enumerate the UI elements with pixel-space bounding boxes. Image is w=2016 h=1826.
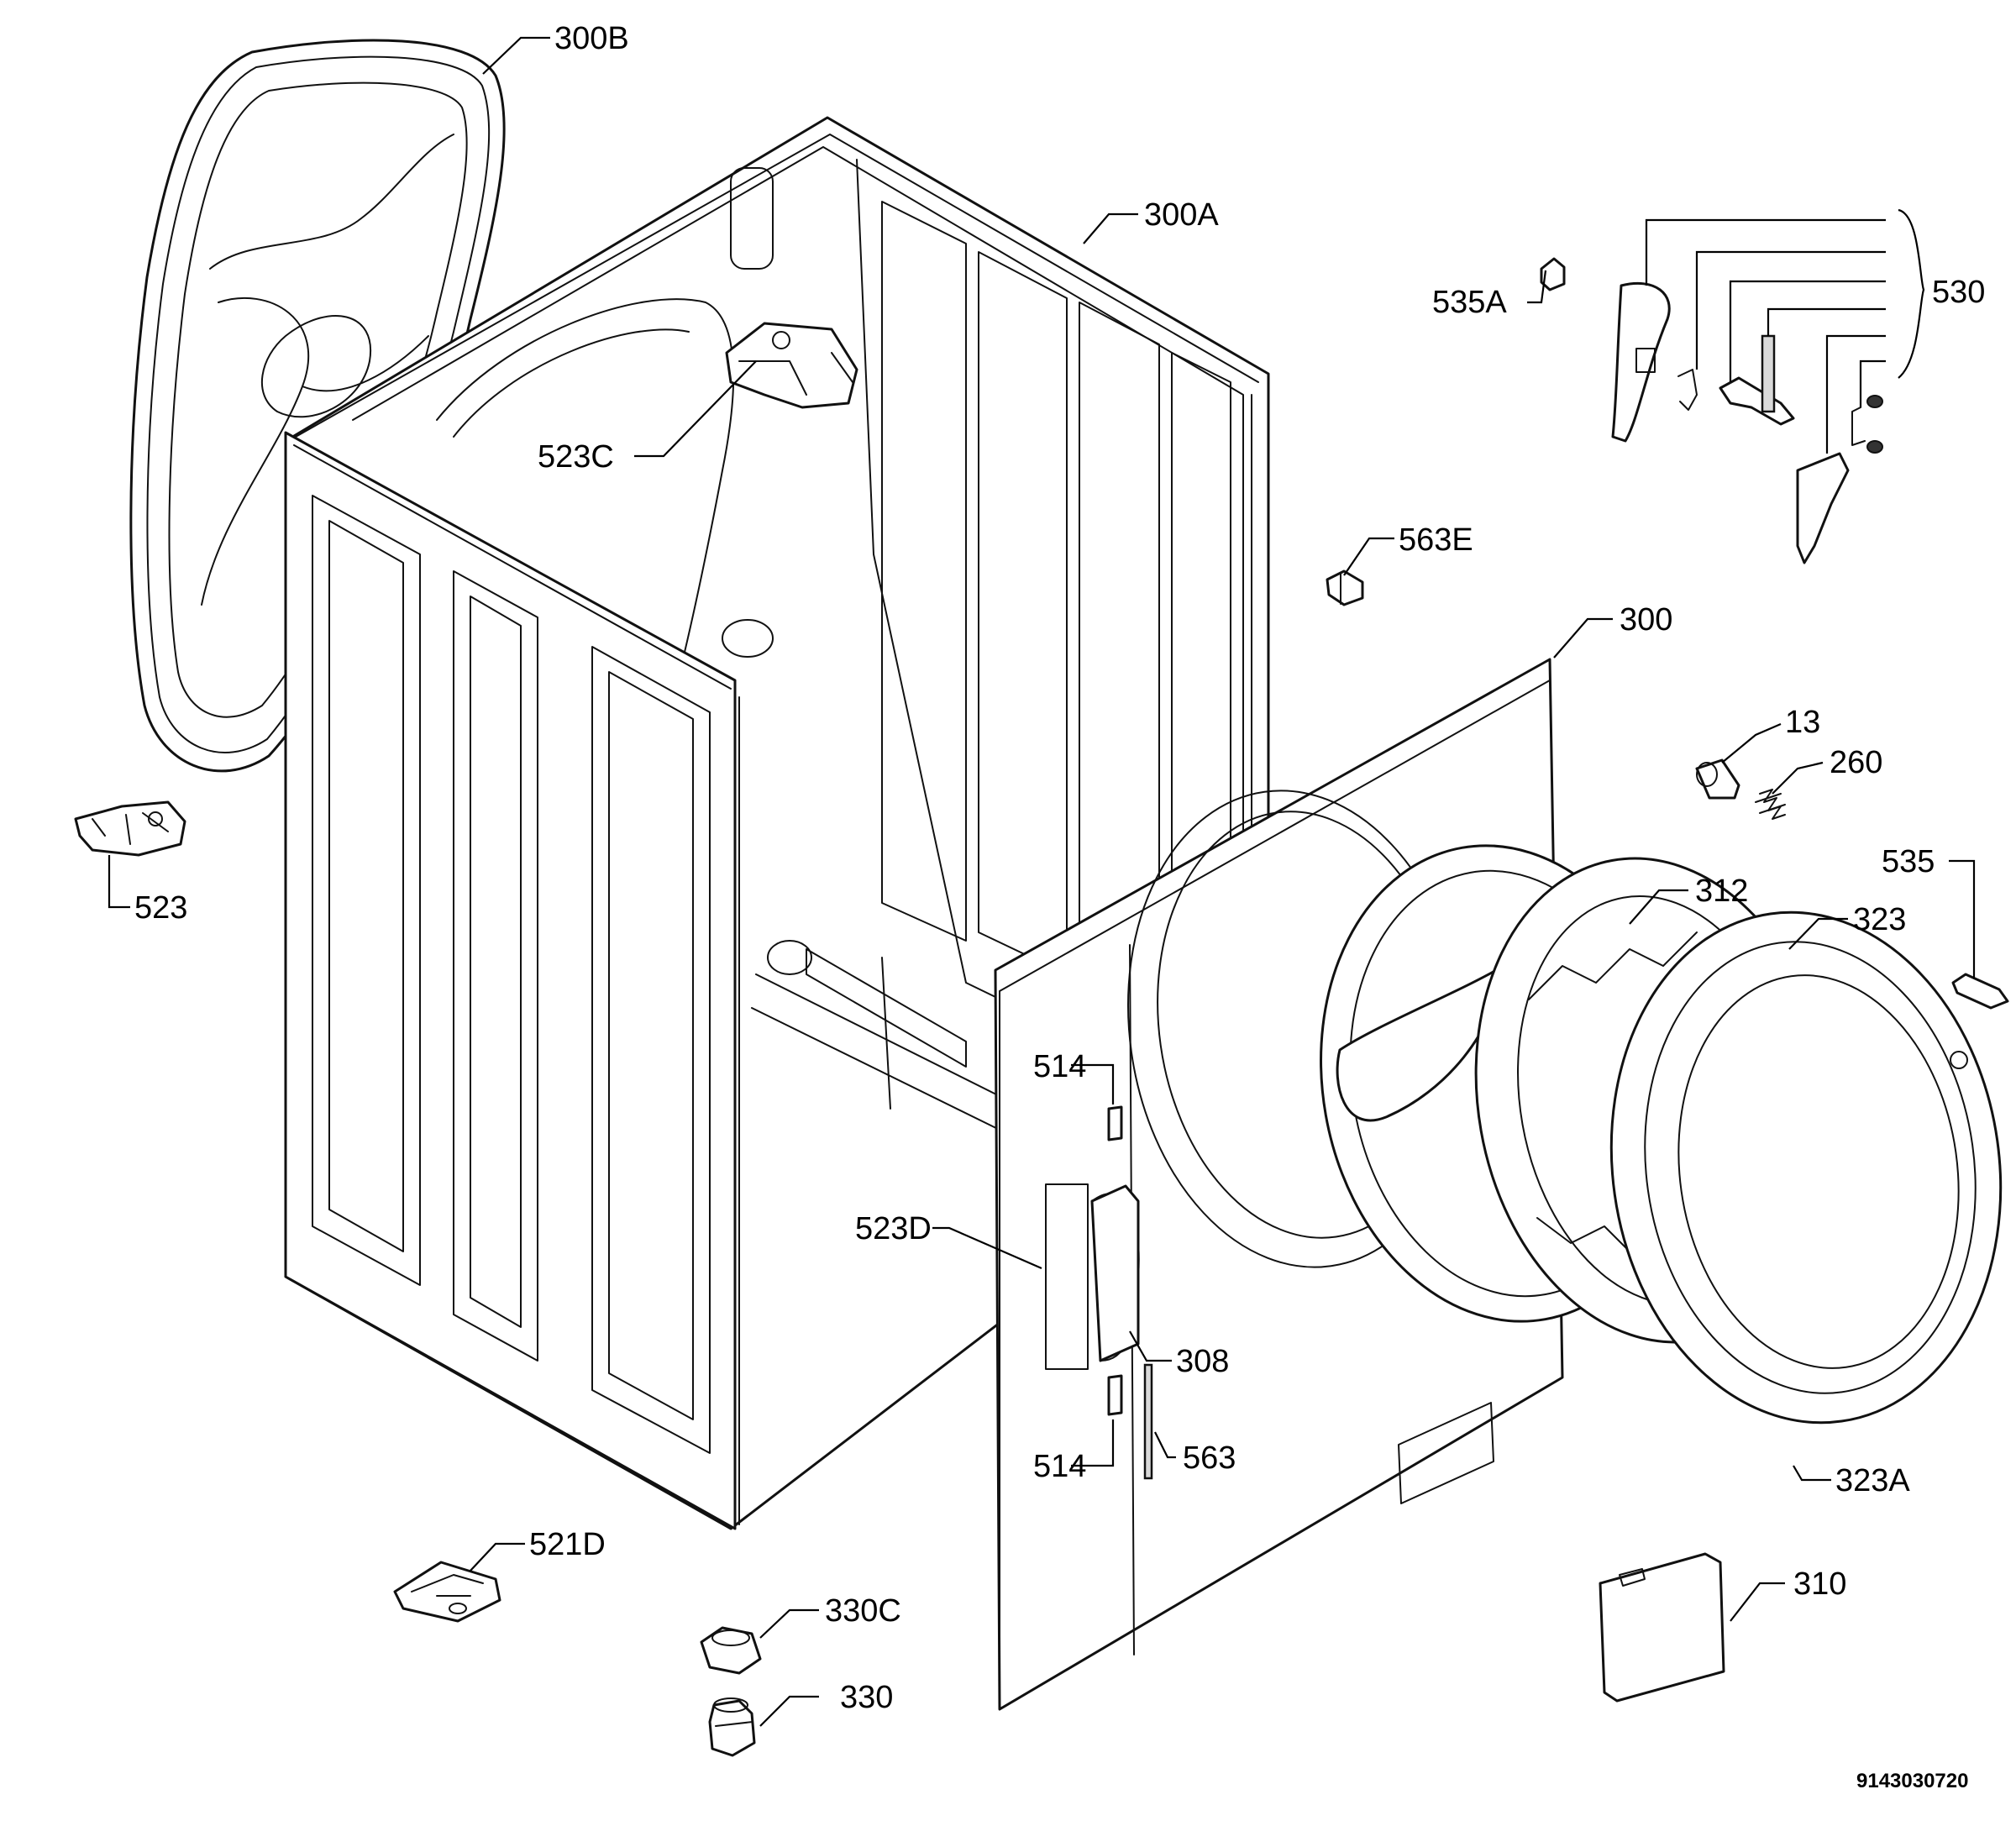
label-330: 330 xyxy=(840,1680,893,1715)
clip-523C xyxy=(725,322,858,409)
drawing-code: 9143030720 xyxy=(1856,1770,1968,1792)
lock-assembly-530 xyxy=(1611,281,1883,564)
label-523D: 523D xyxy=(855,1211,932,1246)
label-535: 535 xyxy=(1882,844,1935,879)
label-523: 523 xyxy=(134,890,187,926)
label-514-top: 514 xyxy=(1033,1049,1086,1084)
screw-535A xyxy=(1540,257,1566,291)
label-323A: 323A xyxy=(1835,1463,1910,1498)
label-13: 13 xyxy=(1785,705,1820,740)
label-563E: 563E xyxy=(1399,522,1473,558)
label-330C: 330C xyxy=(825,1593,901,1629)
leader-lines xyxy=(108,36,1976,1727)
bracket-523 xyxy=(74,800,186,857)
label-300: 300 xyxy=(1620,602,1672,638)
label-300B: 300B xyxy=(554,21,629,56)
label-523C: 523C xyxy=(538,439,614,475)
hatch-310 xyxy=(1599,1552,1725,1703)
label-514-bottom: 514 xyxy=(1033,1449,1086,1484)
label-323: 323 xyxy=(1853,902,1906,937)
nut-330C xyxy=(700,1626,762,1675)
label-312: 312 xyxy=(1695,874,1748,909)
bushing-13 xyxy=(1695,758,1740,800)
side-panel xyxy=(284,431,737,1530)
label-300A: 300A xyxy=(1144,197,1219,233)
door-trim-323A xyxy=(1609,910,2003,1425)
label-521D: 521D xyxy=(529,1527,606,1562)
label-563: 563 xyxy=(1183,1440,1236,1476)
valve-330 xyxy=(708,1697,756,1757)
label-260: 260 xyxy=(1830,745,1882,780)
foot-plate-521D xyxy=(393,1561,501,1623)
spring-260 xyxy=(1755,789,1786,820)
label-308: 308 xyxy=(1176,1344,1229,1379)
label-535A: 535A xyxy=(1432,285,1507,320)
label-310: 310 xyxy=(1793,1566,1846,1602)
rear-gasket-300B xyxy=(129,39,506,773)
label-530: 530 xyxy=(1932,275,1985,310)
pin-535 xyxy=(1951,973,2009,1010)
bolt-563E xyxy=(1326,569,1364,606)
